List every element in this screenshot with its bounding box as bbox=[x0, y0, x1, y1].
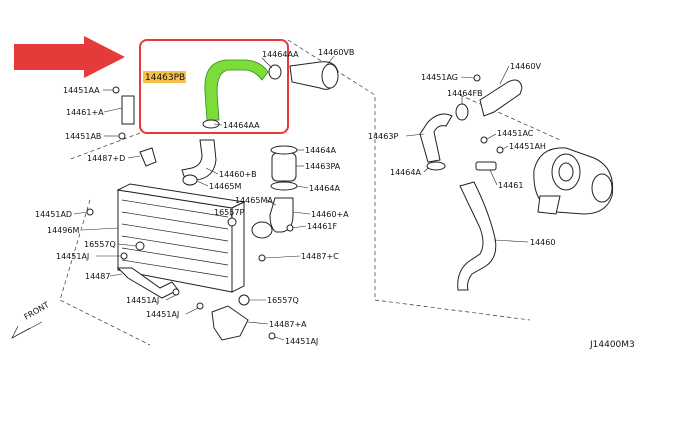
label-14464aa-bottom: 14464AA bbox=[223, 121, 260, 130]
diagram-code: J14400M3 bbox=[589, 340, 635, 350]
label-16557q-1: 16557Q bbox=[84, 240, 116, 249]
bracket-14461a bbox=[121, 95, 135, 125]
label-14461a: 14461+A bbox=[66, 108, 104, 117]
red-pointer-arrow bbox=[14, 36, 125, 78]
bracket-14487a bbox=[211, 305, 249, 341]
label-14464fb: 14464FB bbox=[447, 89, 483, 98]
clamp-14464a-right bbox=[426, 161, 446, 171]
pipe-14460vb-end bbox=[321, 63, 339, 89]
label-14464a-2: 14464A bbox=[309, 184, 340, 193]
clamp-14464fb bbox=[455, 103, 469, 121]
label-14451ac: 14451AC bbox=[497, 129, 534, 138]
label-14487: 14487 bbox=[85, 272, 110, 281]
label-14464aa-top: 14464AA bbox=[262, 50, 299, 59]
bolt-14451ac bbox=[480, 136, 488, 144]
intercooler-14496m bbox=[116, 183, 246, 293]
hose-14463p bbox=[419, 113, 453, 163]
clamp-14464a-upper bbox=[270, 145, 298, 155]
label-14460: 14460 bbox=[530, 238, 555, 247]
label-14464a-3: 14464A bbox=[390, 168, 421, 177]
highlight-label-background bbox=[143, 71, 186, 83]
pipe-14460a bbox=[269, 197, 294, 233]
label-14451ab: 14451AB bbox=[65, 132, 101, 141]
label-14464a-1: 14464A bbox=[305, 146, 336, 155]
highlight-label: 14463PB bbox=[145, 73, 185, 83]
label-14463pa: 14463PA bbox=[305, 162, 341, 171]
label-14451aa: 14451AA bbox=[63, 86, 100, 95]
front-label: FRONT bbox=[23, 300, 51, 322]
label-14460vb: 14460VB bbox=[318, 48, 354, 57]
leader-lines bbox=[73, 55, 529, 341]
bracket-14487d bbox=[139, 147, 157, 167]
label-14460v: 14460V bbox=[510, 62, 541, 71]
label-14465m: 14465M bbox=[209, 182, 241, 191]
label-14487d: 14487+D bbox=[87, 154, 125, 163]
bolt-14451ah bbox=[496, 146, 504, 154]
hose-14463pa bbox=[271, 152, 297, 182]
bracket-14487 bbox=[116, 267, 179, 299]
clamp-14465m bbox=[182, 174, 198, 186]
label-14451ad: 14451AD bbox=[35, 210, 72, 219]
front-indicator: FRONT bbox=[11, 300, 51, 339]
pipe-14460v bbox=[479, 79, 523, 117]
label-14451aj-2: 14451AJ bbox=[126, 296, 159, 305]
label-14461f: 14461F bbox=[307, 222, 337, 231]
highlight-box bbox=[139, 39, 289, 134]
label-14451aj-4: 14451AJ bbox=[285, 337, 318, 346]
label-14465ma: 14465MA bbox=[235, 196, 273, 205]
clamp-14464a-lower bbox=[270, 181, 298, 191]
label-16557p: 16557P bbox=[214, 208, 244, 217]
pipe-14460 bbox=[457, 181, 497, 291]
label-14487a: 14487+A bbox=[269, 320, 307, 329]
sensor-14461 bbox=[475, 161, 497, 171]
label-14487c: 14487+C bbox=[301, 252, 339, 261]
bolt-14451ag bbox=[473, 74, 481, 82]
label-14461: 14461 bbox=[498, 181, 523, 190]
fasteners bbox=[86, 86, 294, 340]
label-14451aj-3: 14451AJ bbox=[146, 310, 179, 319]
label-14460b: 14460+B bbox=[219, 170, 257, 179]
part-labels: 14464AA 14460VB 14464AA 14451AA 14461+A … bbox=[35, 48, 555, 346]
turbocharger bbox=[533, 147, 614, 215]
clamp-upper bbox=[268, 64, 282, 80]
clamp-lower bbox=[202, 119, 220, 129]
label-14460a: 14460+A bbox=[311, 210, 349, 219]
label-14496m: 14496M bbox=[47, 226, 79, 235]
label-14463p: 14463P bbox=[368, 132, 398, 141]
label-14451ah: 14451AH bbox=[509, 142, 546, 151]
highlighted-hose-14463pb bbox=[204, 59, 269, 121]
label-16557q-2: 16557Q bbox=[267, 296, 299, 305]
label-14451aj-1: 14451AJ bbox=[56, 252, 89, 261]
label-14451ag: 14451AG bbox=[421, 73, 458, 82]
gasket-14465ma bbox=[251, 221, 273, 239]
dashed-outlines bbox=[59, 39, 561, 346]
